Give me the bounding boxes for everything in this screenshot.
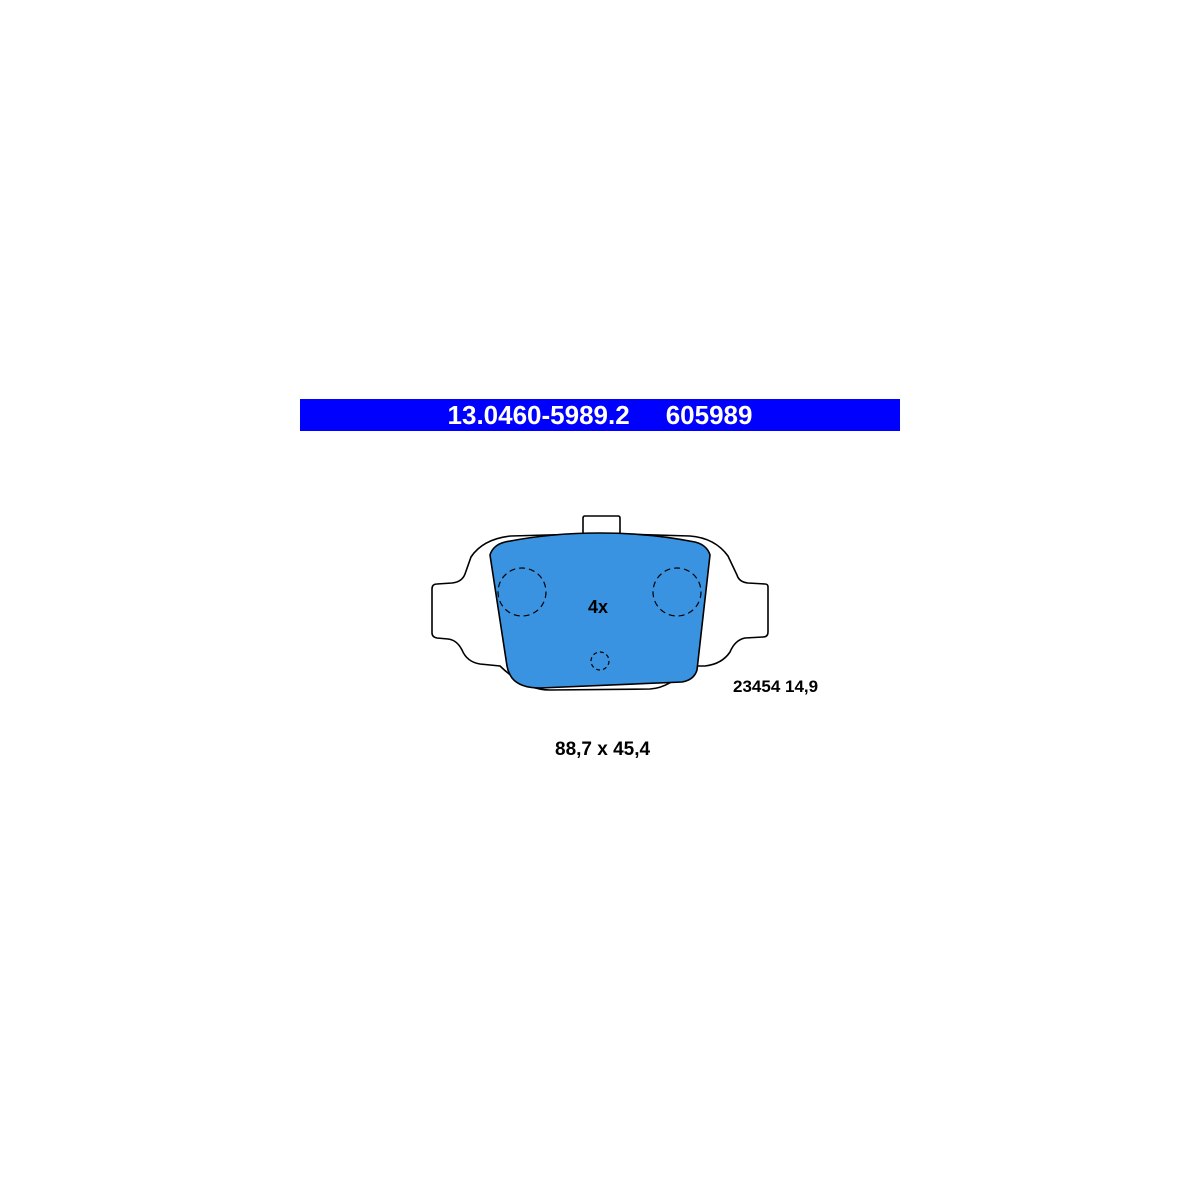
dashed-circle-right (652, 567, 702, 617)
dashed-circle-small (590, 651, 610, 671)
backing-plate-outline (431, 515, 769, 691)
reference-number: 605989 (665, 400, 753, 430)
friction-pad (489, 532, 711, 689)
dimensions-label: 88,7 x 45,4 (555, 739, 651, 760)
pad-count-label: 4x (588, 597, 609, 617)
product-header-bar: 13.0460-5989.2 605989 (300, 399, 900, 431)
article-number: 13.0460-5989.2 (447, 400, 630, 430)
dashed-circle-left (497, 567, 547, 617)
spec-code-label: 23454 14,9 (733, 677, 819, 696)
